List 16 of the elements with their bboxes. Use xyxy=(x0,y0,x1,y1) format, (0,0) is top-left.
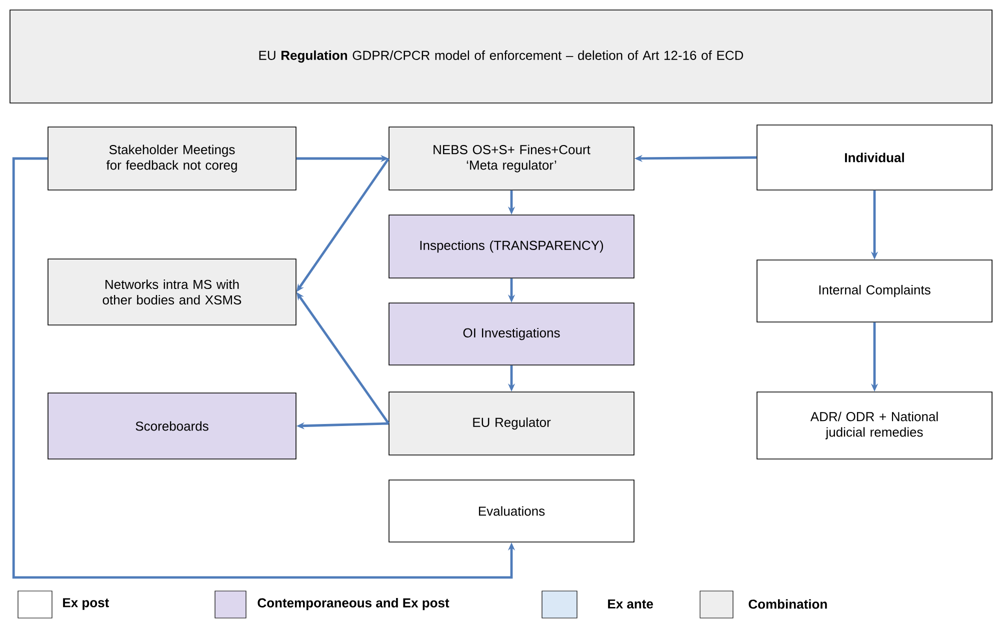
legend-label: Contemporaneous and Ex post xyxy=(258,598,450,610)
process-box: EU Regulator xyxy=(388,392,634,456)
process-box: Inspections (TRANSPARENCY) xyxy=(388,214,634,278)
process-box: Stakeholder Meetings for feedback not coreg xyxy=(48,126,296,190)
legend-label: Combination xyxy=(748,599,827,609)
title-box: EU Regulation GDPR/CPCR model of enforcement – deletion of Art 12-16 of ECD xyxy=(10,10,992,104)
process-box: OI Investigations xyxy=(388,302,634,366)
process-box: NEBS OS+S+ Fines+Court ‘Meta regulator’ xyxy=(388,126,634,190)
legend-label: Ex ante xyxy=(608,599,653,609)
process-box: Internal Complaints xyxy=(756,260,992,322)
process-box: Individual xyxy=(756,124,992,190)
process-box: ADR/ ODR + National judicial remedies xyxy=(756,392,992,460)
process-box: Networks intra MS with other bodies and XSMS xyxy=(48,258,296,326)
process-box: Evaluations xyxy=(388,480,634,542)
process-box: Scoreboards xyxy=(48,392,296,460)
legend-label: Ex post xyxy=(63,598,109,610)
